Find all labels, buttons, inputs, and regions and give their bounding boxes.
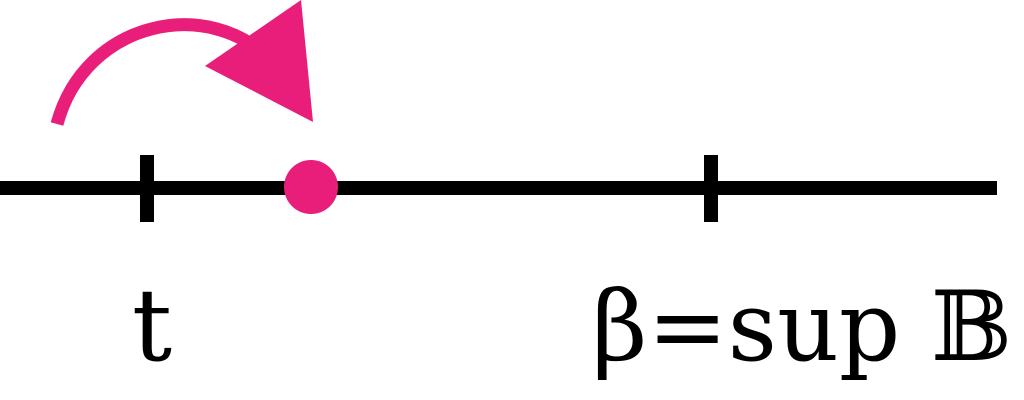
curved-arrow-icon: [50, 0, 313, 126]
label-t: t: [132, 267, 172, 384]
point-marker-icon: [284, 160, 338, 214]
label-beta-sup-b: β=sup 𝔹: [592, 271, 1012, 383]
